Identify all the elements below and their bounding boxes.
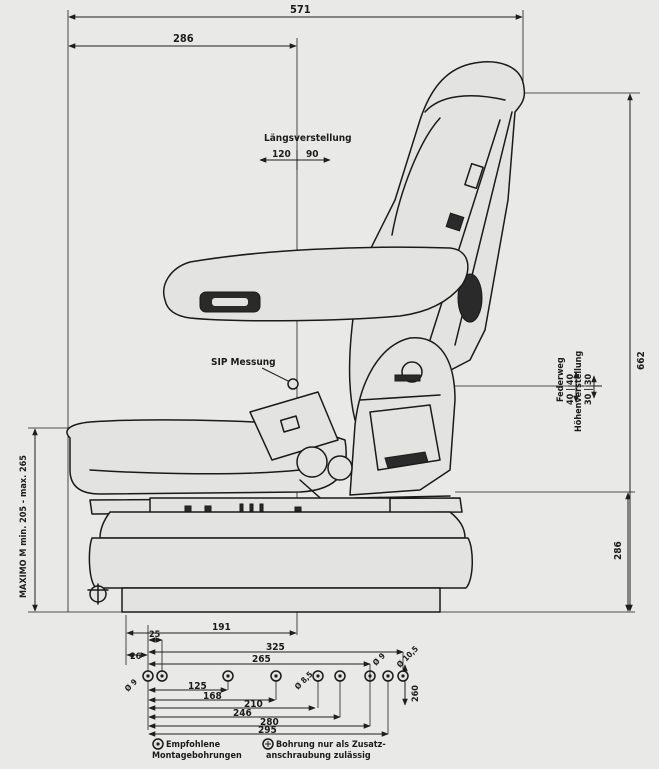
base-top <box>99 511 466 539</box>
hole-25-label: 25 <box>149 630 161 640</box>
dim-662-label: 662 <box>636 351 647 370</box>
legend-additional-1: Bohrung nur als Zusatz- <box>276 740 386 750</box>
long-adjust-front: 90 <box>306 149 319 160</box>
hole-d85-label: Ø 8,5 <box>292 669 314 691</box>
hole-246-label: 246 <box>233 708 252 719</box>
seat-illustration <box>66 61 526 613</box>
hole-260-label: 260 <box>411 685 421 702</box>
legend-recommended-1: Empfohlene <box>166 740 221 750</box>
hole-280-label: 280 <box>260 717 279 728</box>
long-adjust-label: Längsverstellung <box>264 133 352 144</box>
base-foot <box>121 587 441 613</box>
base-housing <box>88 537 473 589</box>
recline-knob <box>457 273 483 323</box>
maximo-label: MAXIMO M min. 205 - max. 265 <box>19 455 29 598</box>
sip-label: SIP Messung <box>211 357 276 368</box>
hole-d10-label: Ø 10,5 <box>394 644 420 670</box>
labels: 571 286 Längsverstellung 120 90 SIP Mess… <box>19 3 647 761</box>
hole-d9a-label: Ø 9 <box>122 677 139 694</box>
height-adjust-label: Höhenverstellung <box>574 351 584 432</box>
legend-recommended-2: Montagebohrungen <box>152 751 242 761</box>
dim-286-right-label: 286 <box>613 541 624 560</box>
mounting-hole-diagram <box>126 637 409 750</box>
hole-125-label: 125 <box>188 681 207 692</box>
dimension-lines <box>32 14 633 636</box>
hole-d9b-label: Ø 9 <box>370 651 387 668</box>
long-adjust-back: 120 <box>272 149 291 160</box>
hole-row <box>142 640 409 734</box>
dim-191-label: 191 <box>212 622 231 633</box>
hole-325-label: 325 <box>266 642 285 653</box>
travel-label: Federweg <box>556 357 566 402</box>
dim-286-top-label: 286 <box>173 32 194 45</box>
hole-295-label: 295 <box>258 725 277 736</box>
dim-26-label: 26 <box>130 652 142 662</box>
legend-additional-2: anschraubung zulässig <box>266 751 371 761</box>
hole-210-label: 210 <box>244 699 263 710</box>
extension-lines <box>28 10 640 730</box>
height-adjust-values: 30 | 30 <box>584 374 594 405</box>
hole-265-label: 265 <box>252 654 271 665</box>
hole-168-label: 168 <box>203 691 222 702</box>
travel-values: 40 | 40 <box>566 374 576 405</box>
dim-571-label: 571 <box>290 3 311 16</box>
backrest <box>348 61 526 421</box>
